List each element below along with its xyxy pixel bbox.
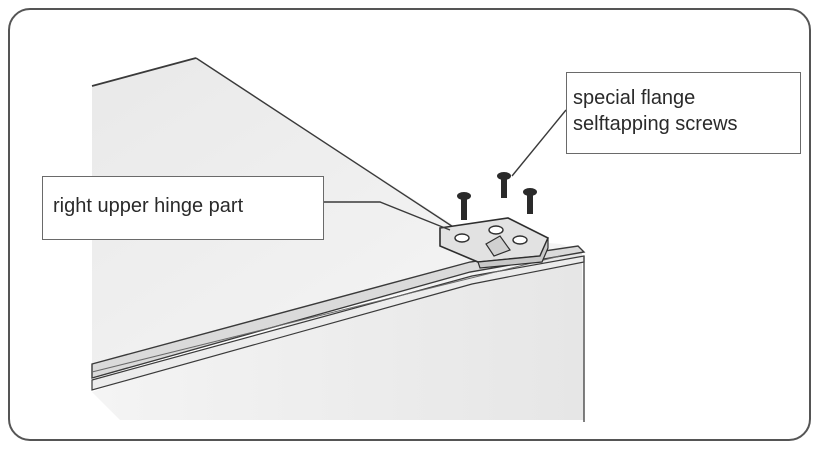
hinge-part-label: right upper hinge part: [42, 176, 324, 240]
cabinet-top-surface: [92, 58, 582, 370]
screws-label-line2: selftapping screws: [573, 113, 738, 135]
hinge-plate: [439, 217, 550, 269]
screws-label: special flange selftapping screws: [566, 72, 801, 154]
screws-label-line1: special flange: [573, 87, 696, 109]
hinge-leader-line: [324, 201, 451, 231]
screws-leader-line: [511, 109, 567, 177]
screw-right: [523, 188, 537, 214]
screw-left: [457, 192, 471, 220]
cabinet-diagonal-edge: [195, 57, 471, 239]
screw-middle: [497, 172, 511, 198]
cabinet-back-edge: [91, 57, 197, 87]
cabinet-side-face: [92, 250, 584, 420]
door-rim-groove: [91, 255, 561, 373]
hinge-part-label-text: right upper hinge part: [53, 195, 244, 217]
